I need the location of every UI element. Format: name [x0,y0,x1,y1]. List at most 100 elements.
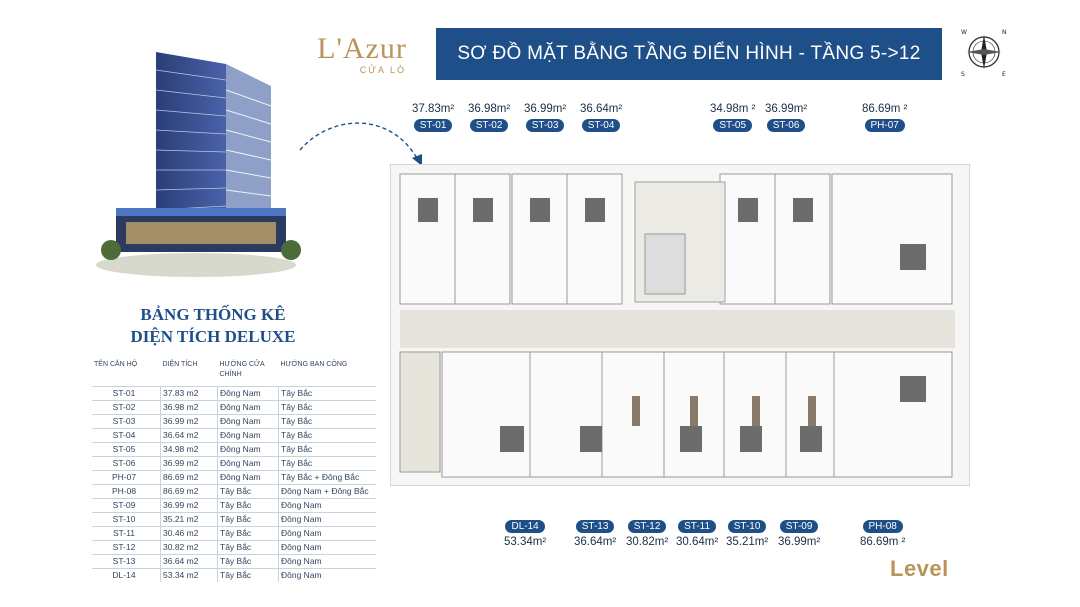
table-cell: Đông Nam [217,428,279,443]
table-cell: 36.99 m2 [160,456,218,471]
unit-area: 37.83m² [412,103,455,115]
compass-e: E [1002,71,1006,78]
table-cell: 53.34 m2 [160,568,218,582]
table-cell: 36.98 m2 [160,400,218,415]
pointer-arrow [299,122,422,166]
col-balcony: HƯỚNG BAN CÔNG [280,361,348,368]
table-cell: Đông Nam [278,554,376,569]
table-cell: PH-07 [92,470,161,485]
unit-label: DL-14 53.34m² [504,516,546,548]
col-door: HƯỚNG CỬA CHÍNH [219,361,265,378]
stats-title: BẢNG THỐNG KÊ DIỆN TÍCH DELUXE [130,305,296,346]
compass-icon: W N S E [961,29,1007,78]
brand-name: L'Azur [317,32,407,65]
unit-badge: ST-09 [779,520,819,533]
table-cell: 36.99 m2 [160,414,218,429]
table-cell: Đông Nam [217,470,279,485]
table-cell: 35.21 m2 [160,512,218,527]
table-cell: Đông Nam [278,568,376,582]
unit-label: 36.99m² ST-03 [524,103,566,133]
table-cell: Đông Nam [278,498,376,513]
table-cell: ST-05 [92,442,161,457]
col-area: DIỆN TÍCH [162,361,198,368]
unit-badge: ST-10 [727,520,767,533]
table-cell: 86.69 m2 [160,484,218,499]
unit-area: 86.69m ² [860,536,906,548]
unit-area: 36.99m² [524,103,567,115]
table-cell: 37.83 m2 [160,386,218,401]
unit-area: 36.64m² [574,536,617,548]
compass-w: W [961,29,967,36]
compass-s: S [961,71,965,78]
unit-label: ST-13 36.64m² [574,516,616,548]
unit-area: 36.99m² [778,536,821,548]
table-cell: Tây Bắc [278,414,376,429]
table-cell: Đông Nam [217,400,279,415]
table-cell: ST-13 [92,554,161,569]
table-cell: ST-06 [92,456,161,471]
table-cell: Đông Nam [278,540,376,555]
table-cell: Đông Nam [217,456,279,471]
table-cell: ST-03 [92,414,161,429]
unit-badge: ST-12 [627,520,667,533]
unit-area: 30.82m² [626,536,669,548]
unit-badge: ST-13 [575,520,615,533]
table-cell: ST-01 [92,386,161,401]
table-cell: Tây Bắc [217,554,279,569]
table-cell: Tây Bắc [217,526,279,541]
table-cell: Đông Nam [217,414,279,429]
table-cell: 86.69 m2 [160,470,218,485]
table-cell: ST-09 [92,498,161,513]
table-cell: Đông Nam [278,526,376,541]
unit-badge: ST-01 [413,119,453,132]
unit-badge: ST-04 [581,119,621,132]
table-cell: ST-04 [92,428,161,443]
unit-area: 30.64m² [676,536,719,548]
table-cell: Tây Bắc + Đông Bắc [278,470,376,485]
table-cell: Tây Bắc [278,442,376,457]
unit-badge: ST-05 [713,119,753,132]
page-title: SƠ ĐỒ MẶT BẰNG TẦNG ĐIỂN HÌNH - TẦNG 5->… [436,28,942,80]
building-illustration [96,52,301,277]
brand-sub: CỬA LÒ [359,65,406,75]
compass-n: N [1002,29,1007,36]
table-cell: ST-12 [92,540,161,555]
level-label: Level [890,556,949,581]
table-cell: Đông Nam [278,512,376,527]
unit-badge: DL-14 [505,520,545,533]
unit-badge: ST-03 [525,119,565,132]
table-cell: DL-14 [92,568,161,582]
table-cell: Tây Bắc [278,386,376,401]
table-cell: Tây Bắc [217,512,279,527]
unit-area: 53.34m² [504,536,547,548]
table-cell: 30.46 m2 [160,526,218,541]
table-cell: Tây Bắc [217,540,279,555]
table-cell: Tây Bắc [278,400,376,415]
floor-plan [390,164,970,486]
table-cell: Tây Bắc [217,568,279,582]
unit-label: ST-11 30.64m² [676,516,718,548]
unit-area: 36.99m² [765,103,808,115]
table-cell: 34.98 m2 [160,442,218,457]
unit-badge: ST-11 [678,520,717,533]
unit-area: 36.98m² [468,103,511,115]
unit-badge: ST-02 [469,119,509,132]
table-cell: Tây Bắc [217,498,279,513]
